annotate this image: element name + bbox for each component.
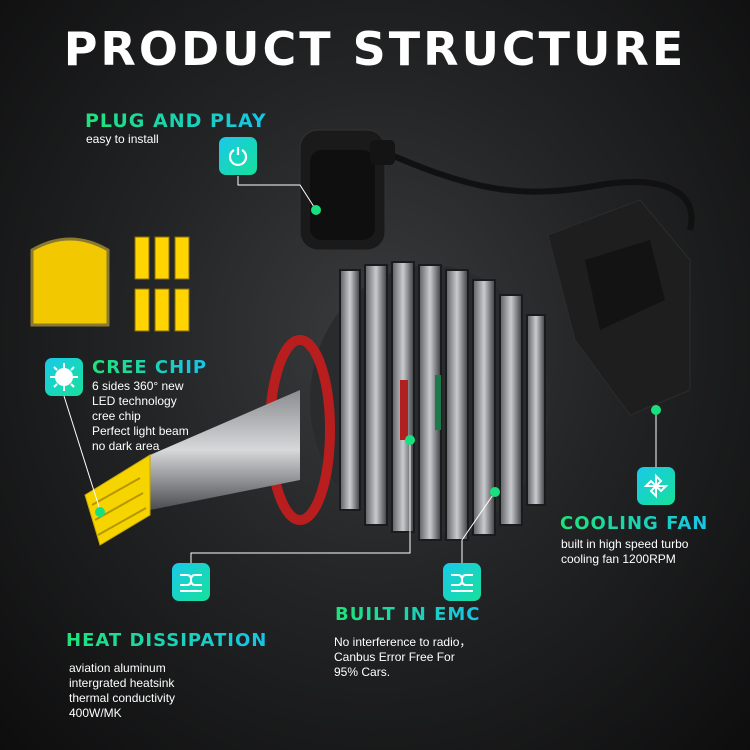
fan-text: built in high speed turbo cooling fan 12…: [561, 537, 688, 567]
cable: [378, 147, 695, 231]
fan-icon: [637, 467, 675, 505]
plug-text: easy to install: [86, 132, 159, 146]
power-icon: [219, 137, 257, 175]
emc-line: No interference to radio，: [334, 635, 472, 649]
emc-icon: [443, 563, 481, 601]
cree-line: cree chip: [92, 409, 141, 423]
heat-text: aviation aluminum intergrated heatsink t…: [69, 661, 175, 721]
cree-line: LED technology: [92, 394, 177, 408]
plug-connector: [299, 129, 395, 251]
cree-title: CREE CHIP: [92, 357, 208, 378]
fan-title: COOLING FAN: [560, 513, 709, 534]
led-head: [84, 454, 151, 546]
heat-line: thermal conductivity: [69, 691, 176, 705]
chip-preview: [30, 236, 190, 332]
fan-line: cooling fan 1200RPM: [561, 552, 676, 566]
sun-icon: [45, 358, 83, 396]
emc-title: BUILT IN EMC: [335, 604, 481, 625]
emc-line: 95% Cars.: [334, 665, 391, 679]
heat-line: aviation aluminum: [69, 661, 166, 675]
cree-line: no dark area: [92, 439, 160, 453]
callout-dots: [95, 205, 661, 517]
emc-text: No interference to radio， Canbus Error F…: [334, 635, 471, 680]
emc-icon: [172, 563, 210, 601]
cree-text: 6 sides 360° new LED technology cree chi…: [92, 379, 189, 454]
emc-line: Canbus Error Free For: [334, 650, 455, 664]
cree-line: 6 sides 360° new: [92, 379, 184, 393]
fan-line: built in high speed turbo: [561, 537, 689, 551]
heat-line: intergrated heatsink: [69, 676, 175, 690]
heat-title: HEAT DISSIPATION: [66, 630, 268, 651]
heatsink: [310, 261, 550, 541]
heat-line: 400W/MK: [69, 706, 122, 720]
bulb-barrel: [150, 390, 300, 510]
cree-line: Perfect light beam: [92, 424, 189, 438]
page-title: PRODUCT STRUCTURE: [63, 22, 687, 76]
plug-title: PLUG AND PLAY: [85, 110, 267, 132]
